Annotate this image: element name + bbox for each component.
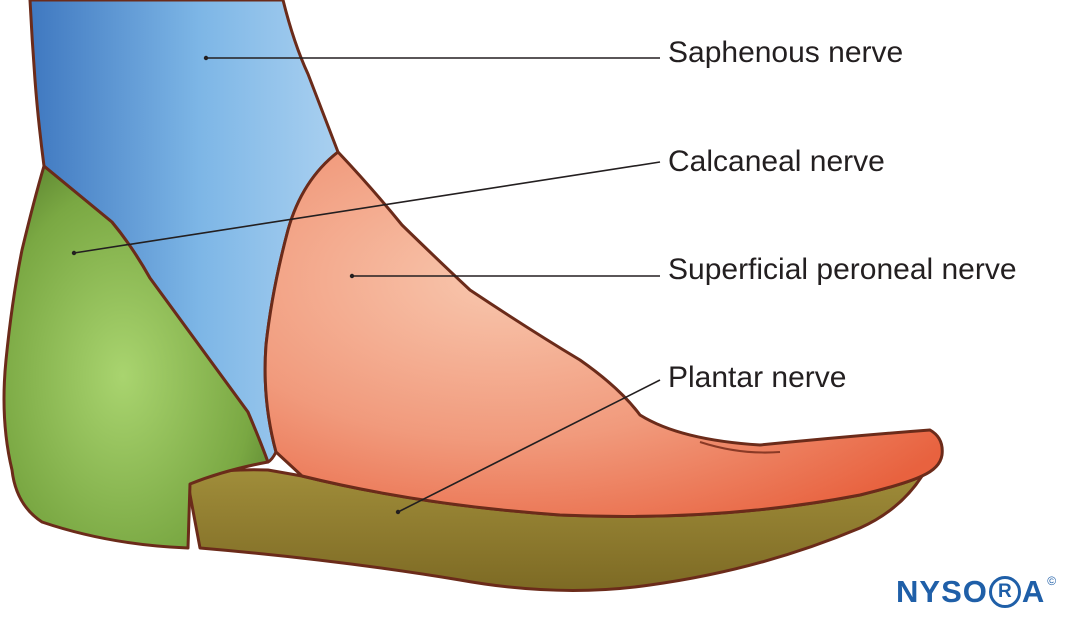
copyright-mark: © xyxy=(1047,574,1058,588)
plantar-nerve-label: Plantar nerve xyxy=(668,361,847,394)
superficial-peroneal-leader-dot xyxy=(349,273,355,279)
superficial-peroneal-region xyxy=(263,150,944,518)
logo-text-end: A xyxy=(1021,574,1046,609)
saphenous-nerve-label: Saphenous nerve xyxy=(668,36,904,69)
plantar-leader xyxy=(397,379,661,513)
calcaneal-nerve-label: Calcaneal nerve xyxy=(668,145,885,178)
logo-text-start: NYSO xyxy=(896,574,988,609)
nysora-logo: NYSO R A © xyxy=(896,572,1057,612)
superficial-peroneal-nerve-label: Superficial peroneal nerve xyxy=(668,253,1017,286)
calcaneal-leader xyxy=(73,161,661,254)
saphenous-leader-dot xyxy=(203,55,209,61)
plantar-leader-dot xyxy=(395,509,401,515)
logo-ring-letter: R xyxy=(988,576,1021,608)
calcaneal-leader-dot xyxy=(71,250,77,256)
toe-crease xyxy=(699,441,781,454)
